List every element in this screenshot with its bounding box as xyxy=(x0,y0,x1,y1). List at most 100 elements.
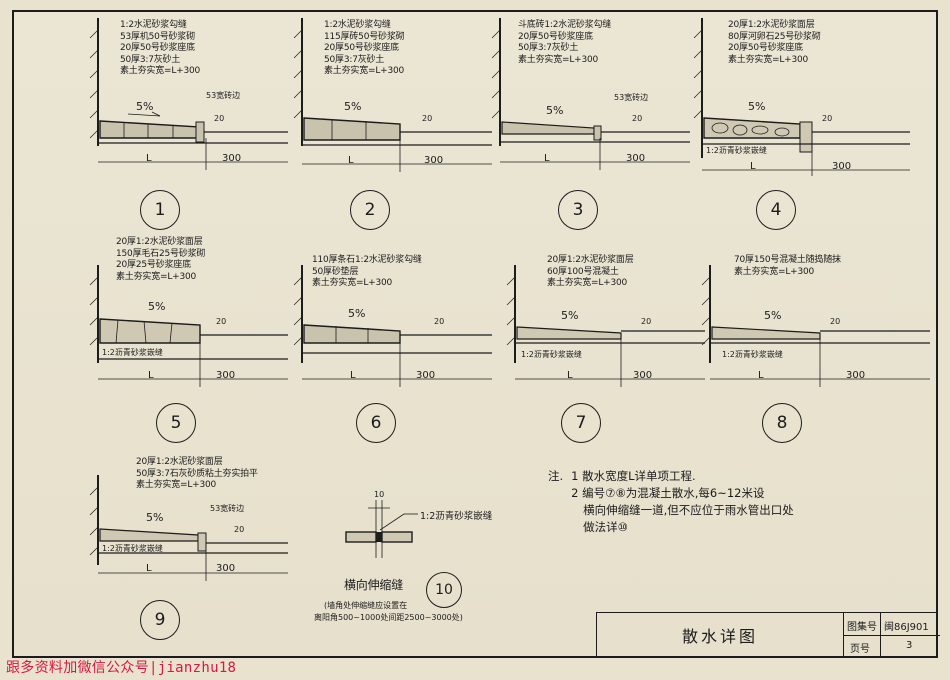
detail-3-dim-20: 20 xyxy=(632,114,643,123)
detail-9-right-label: 53宽砖边 xyxy=(210,504,245,513)
detail-3-dim-300: 300 xyxy=(626,153,646,164)
detail-3-drawing xyxy=(491,18,690,170)
detail-6-number: 6 xyxy=(356,403,396,443)
detail-3-slope: 5% xyxy=(546,104,564,117)
detail-2-slope: 5% xyxy=(344,100,362,113)
detail-7-drawing xyxy=(506,265,705,387)
detail-3-dim-L: L xyxy=(544,153,550,164)
detail-8-bottom-label: 1:2沥青砂浆嵌缝 xyxy=(722,350,783,359)
detail-4-dim-20: 20 xyxy=(822,114,833,123)
detail-1-number: 1 xyxy=(140,190,180,230)
notes-heading: 注. xyxy=(548,469,564,483)
detail-8-dim-L: L xyxy=(758,370,764,381)
note-item-1: 1 散水宽度L详单项工程. xyxy=(571,469,696,483)
general-notes: 注. 1 散水宽度L详单项工程. 2 编号⑦⑧为混凝土散水,每6~12米设 横向… xyxy=(548,468,794,536)
detail-1-right-label: 53宽砖边 xyxy=(206,91,241,100)
detail-8-notes: 70厚150号混凝土随捣随抹素土夯实宽=L+300 xyxy=(734,255,841,277)
detail-8-dim-300: 300 xyxy=(846,370,866,381)
detail-6-drawing xyxy=(293,265,492,387)
drawing-title: 散水详图 xyxy=(681,627,758,646)
detail-1-dim-20: 20 xyxy=(214,114,225,123)
detail-9-dim-L: L xyxy=(146,563,152,574)
detail-1-dim-L: L xyxy=(146,153,152,164)
note-item-2: 2 编号⑦⑧为混凝土散水,每6~12米设 xyxy=(571,486,765,500)
detail-2-drawing xyxy=(293,18,492,172)
detail-1-drawing xyxy=(89,18,288,170)
detail-7-dim-300: 300 xyxy=(633,370,653,381)
detail-9-dim-300: 300 xyxy=(216,563,236,574)
detail-8-slope: 5% xyxy=(764,309,782,322)
detail-2-dim-20: 20 xyxy=(422,114,433,123)
detail-8-number: 8 xyxy=(762,403,802,443)
detail-10-number: 10 xyxy=(426,572,462,608)
title-block: 散水详图 图集号 闽86J901 页号 3 xyxy=(596,612,940,658)
footer-watermark: 跟多资料加微信公众号|jianzhu18 xyxy=(6,660,237,676)
detail-10-expansion-joint: 10 1:2沥青砂浆嵌缝 横向伸缩缝 (墙角处伸缩缝应设置在 离阳角500~10… xyxy=(314,480,548,630)
detail-8-drawing xyxy=(701,265,930,387)
detail-10-note-2: 离阳角500~1000处间距2500~3000处) xyxy=(314,613,463,622)
detail-9-slope: 5% xyxy=(146,511,164,524)
detail-2-dim-300: 300 xyxy=(424,155,444,166)
detail-4-number: 4 xyxy=(756,190,796,230)
detail-4-drawing xyxy=(693,18,910,176)
detail-5-bottom-label: 1:2沥青砂浆嵌缝 xyxy=(102,348,163,357)
detail-10-dim: 10 xyxy=(374,490,385,499)
detail-10-drawing xyxy=(345,500,418,558)
detail-6-dim-20: 20 xyxy=(434,317,445,326)
note-item-3: 横向伸缩缝一道,但不应位于雨水管出口处 xyxy=(583,503,794,517)
detail-7-slope: 5% xyxy=(561,309,579,322)
page-label: 页号 xyxy=(850,644,870,655)
detail-5-dim-L: L xyxy=(148,370,154,381)
detail-4-slope: 5% xyxy=(748,100,766,113)
detail-7-dim-20: 20 xyxy=(641,317,652,326)
detail-5-dim-20: 20 xyxy=(216,317,227,326)
note-item-4: 做法详⑩ xyxy=(583,520,628,534)
detail-8-dim-20: 20 xyxy=(830,317,841,326)
detail-10-note-1: (墙角处伸缩缝应设置在 xyxy=(324,601,408,610)
detail-4-dim-300: 300 xyxy=(832,161,852,172)
detail-7-bottom-label: 1:2沥青砂浆嵌缝 xyxy=(521,350,582,359)
atlas-label: 图集号 xyxy=(847,622,877,633)
title-block-grid: 图集号 闽86J901 页号 3 xyxy=(843,613,940,657)
detail-6-dim-L: L xyxy=(350,370,356,381)
detail-5-slope: 5% xyxy=(148,300,166,313)
detail-9-dim-20: 20 xyxy=(234,525,245,534)
detail-2-number: 2 xyxy=(350,190,390,230)
detail-10-title: 横向伸缩缝 xyxy=(344,578,404,592)
detail-8: 70厚150号混凝土随捣随抹素土夯实宽=L+300 5% 1:2沥青砂浆嵌缝 2… xyxy=(700,235,936,450)
detail-2-dim-L: L xyxy=(348,155,354,166)
detail-3-number: 3 xyxy=(558,190,598,230)
detail-5-dim-300: 300 xyxy=(216,370,236,381)
page-number: 3 xyxy=(906,640,913,651)
detail-9-bottom-label: 1:2沥青砂浆嵌缝 xyxy=(102,544,163,553)
detail-1-slope: 5% xyxy=(136,100,154,113)
detail-10-label: 1:2沥青砂浆嵌缝 xyxy=(420,511,493,522)
detail-5-number: 5 xyxy=(156,403,196,443)
detail-1-dim-300: 300 xyxy=(222,153,242,164)
detail-4-bottom-label: 1:2沥青砂浆嵌缝 xyxy=(706,146,767,155)
detail-7-number: 7 xyxy=(561,403,601,443)
detail-3-right-label: 53宽砖边 xyxy=(614,93,649,102)
detail-9-number: 9 xyxy=(140,600,180,640)
detail-6-dim-300: 300 xyxy=(416,370,436,381)
detail-4-dim-L: L xyxy=(750,161,756,172)
detail-6-slope: 5% xyxy=(348,307,366,320)
detail-9-drawing xyxy=(89,475,288,581)
detail-5-drawing xyxy=(89,265,288,387)
